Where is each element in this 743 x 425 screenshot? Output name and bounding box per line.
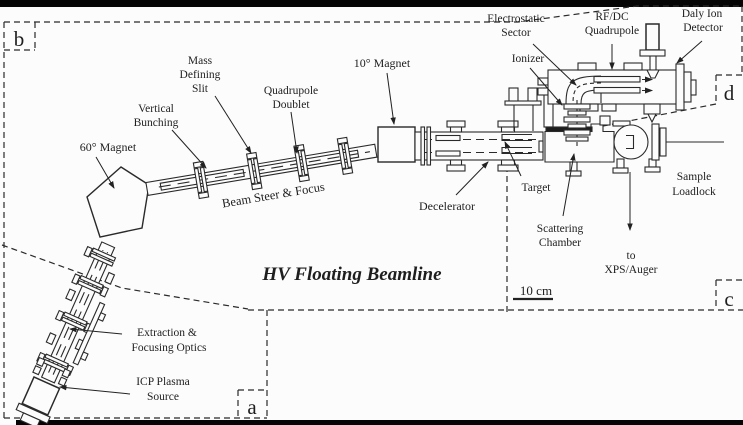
decel-liner-lower	[501, 146, 532, 155]
svg-text:Focusing Optics: Focusing Optics	[131, 342, 207, 354]
quadrupole-rod-lower	[593, 86, 641, 94]
label-vertical-bunching: Vertical	[138, 103, 174, 115]
leader-daly-detector	[676, 40, 703, 64]
svg-text:Source: Source	[147, 391, 179, 403]
beam-path-dashed	[158, 151, 370, 188]
label-magnet-10: 10° Magnet	[354, 56, 411, 70]
leader-icp-source	[59, 384, 131, 395]
leader-vertical-bunching	[171, 129, 207, 169]
leader-target	[504, 141, 522, 177]
leader-magnet-10	[386, 72, 396, 125]
daly-end-plate	[675, 63, 685, 111]
figure-title: HV Floating Beamline	[261, 264, 442, 285]
panel-letter-a: a	[247, 395, 257, 419]
svg-text:Chamber: Chamber	[539, 237, 581, 249]
panel-letter-b: b	[14, 27, 25, 51]
daly-detector	[639, 23, 697, 124]
label-icp-source: ICP Plasma	[136, 376, 190, 388]
label-decelerator: Decelerator	[419, 199, 475, 213]
label-beam-steer-focus: Beam Steer & Focus	[221, 180, 326, 211]
ionizer-stack	[563, 100, 591, 148]
label-electrostatic-sector: Electrostatic	[487, 13, 544, 25]
source-column-assembly	[15, 241, 117, 425]
svg-text:Bunching: Bunching	[134, 117, 179, 129]
beam-steer-focus-tube	[145, 136, 378, 200]
scattering-chamber-port	[613, 124, 649, 160]
panel-letter-d: d	[724, 81, 735, 105]
icp-plasma-source-body	[21, 376, 61, 416]
svg-text:Detector: Detector	[683, 22, 723, 34]
target-plate	[538, 140, 544, 153]
svg-text:Defining: Defining	[180, 69, 221, 81]
detector-arm-assembly	[537, 23, 697, 148]
scattering-chamber-assembly	[504, 87, 724, 177]
svg-text:Doublet: Doublet	[272, 99, 310, 111]
sector-beam-dashed	[572, 82, 602, 105]
label-mass-defining-slit: Mass	[188, 55, 213, 67]
svg-text:Quadrupole: Quadrupole	[585, 25, 639, 37]
leader-electrostatic-sector	[532, 43, 577, 86]
leader-magnet-60	[95, 156, 115, 189]
svg-text:Loadlock: Loadlock	[672, 186, 716, 198]
decelerator-assembly	[414, 120, 544, 172]
panel-c-box	[715, 279, 743, 310]
label-target: Target	[522, 182, 552, 194]
label-rf-dc-quadrupole: RF/DC	[595, 11, 629, 23]
leader-quadrupole-doublet	[290, 111, 299, 154]
svg-text:XPS/Auger: XPS/Auger	[604, 264, 657, 276]
panel-b-box	[4, 22, 36, 51]
magnet-60-body	[86, 166, 150, 238]
label-leader-arrows	[59, 40, 703, 395]
scale-label: 10 cm	[520, 283, 552, 298]
beam-path-dashed	[48, 249, 104, 373]
svg-text:Sector: Sector	[501, 27, 531, 39]
decel-liner-upper	[501, 133, 532, 142]
label-extraction-optics: Extraction &	[137, 327, 197, 339]
leader-decelerator	[455, 161, 489, 196]
panel-letter-c: c	[724, 287, 733, 311]
leader-extraction-optics	[69, 326, 123, 335]
panel-a-box	[237, 389, 267, 418]
label-quadrupole-doublet: Quadrupole	[264, 85, 318, 97]
label-sample-loadlock: Sample	[677, 171, 712, 183]
magnet-10-body	[377, 126, 416, 163]
sample-holder-mark	[626, 134, 635, 150]
label-magnet-60: 60° Magnet	[80, 140, 137, 154]
label-scattering-chamber: Scattering	[537, 223, 584, 235]
label-daly-ion-detector: Daly Ion	[682, 8, 723, 20]
label-ionizer: Ionizer	[512, 53, 545, 65]
leader-ionizer	[529, 67, 563, 106]
region-b-top-border	[4, 5, 743, 23]
column-stubs	[32, 271, 116, 387]
quadrupole-rod-upper	[593, 75, 641, 83]
region-ab-diagonal-border	[1, 244, 249, 310]
daly-photomultiplier-tube	[645, 23, 660, 51]
figure-labels: Mass Defining Slit Vertical Bunching Qua…	[14, 8, 735, 419]
leader-mass-defining-slit	[214, 95, 252, 154]
leader-scattering-chamber	[562, 153, 576, 217]
svg-text:Slit: Slit	[192, 83, 209, 95]
label-to-xps-auger: to	[627, 250, 636, 262]
panel-d-box	[715, 74, 742, 104]
